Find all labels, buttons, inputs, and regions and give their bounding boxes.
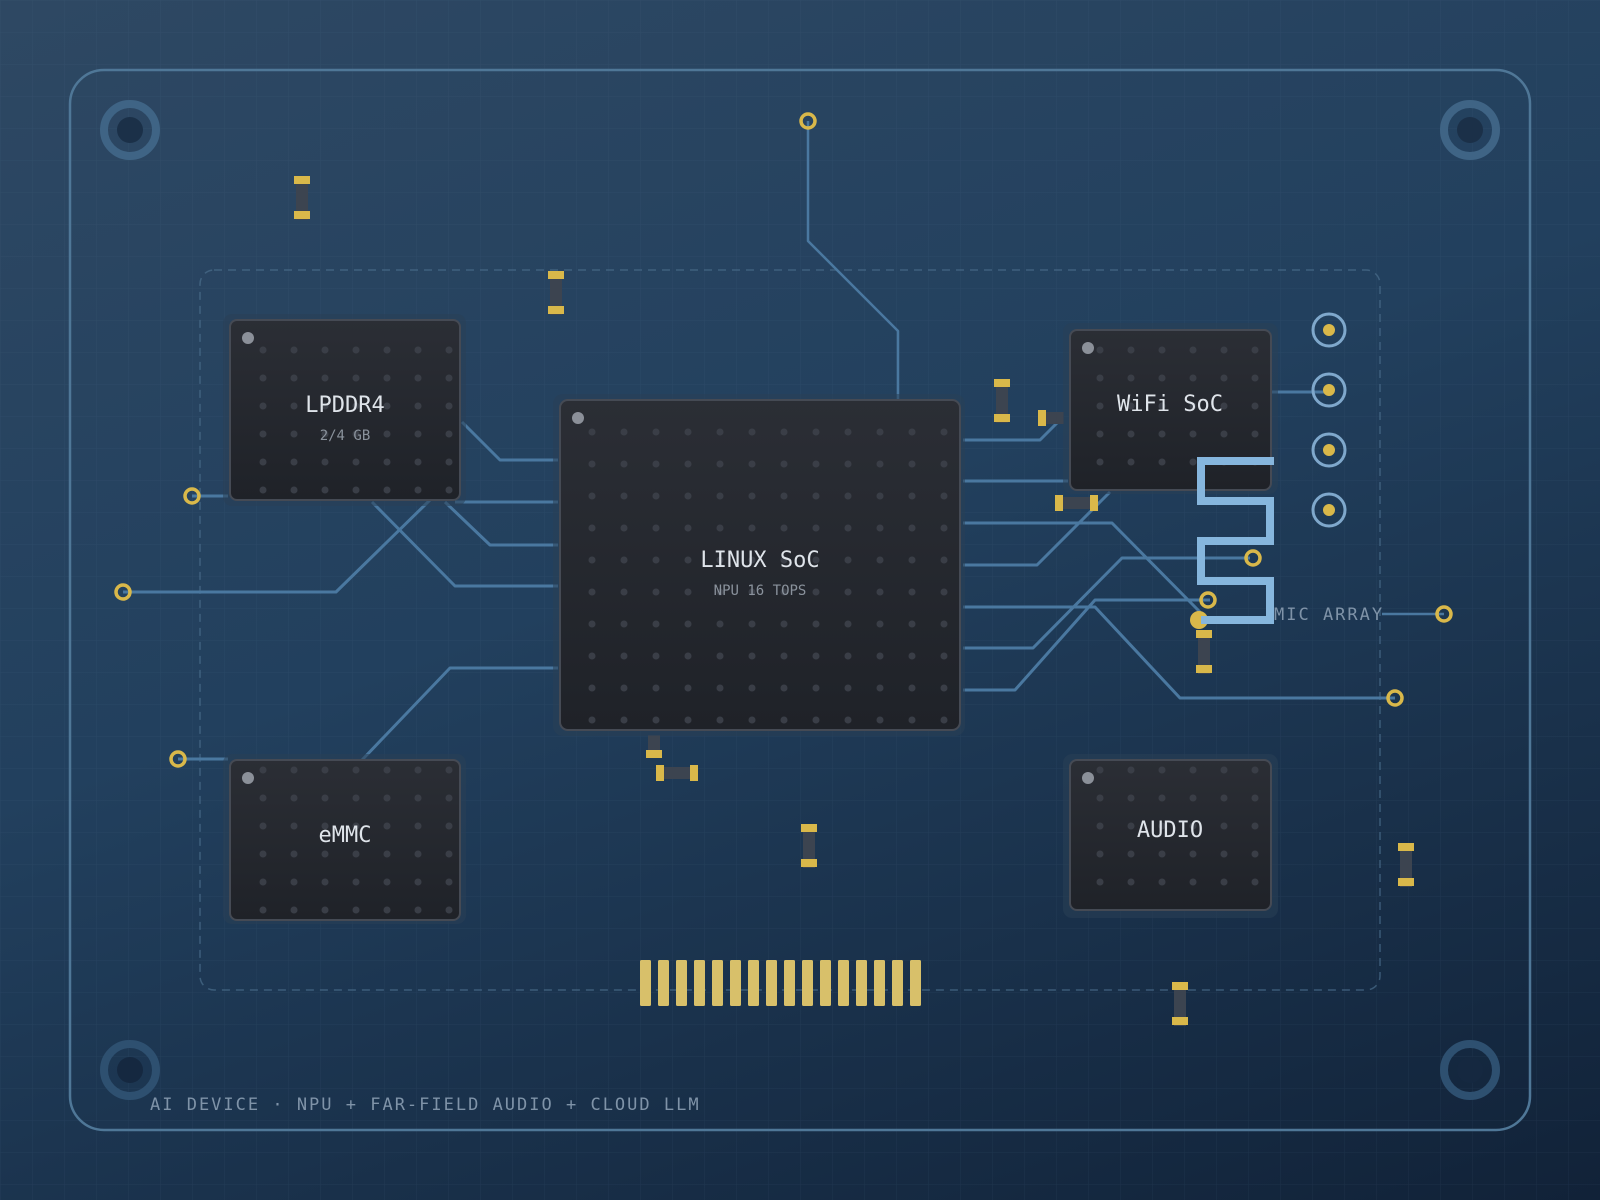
smd-resistor xyxy=(1196,630,1212,674)
traces xyxy=(123,121,1444,762)
connector-pin xyxy=(730,960,741,1006)
connector-pin xyxy=(748,960,759,1006)
smd-resistor xyxy=(1398,843,1414,887)
connector-pin xyxy=(766,960,777,1006)
header-pads xyxy=(1311,312,1347,528)
connector-pin xyxy=(820,960,831,1006)
connector-pin xyxy=(676,960,687,1006)
pin1-marker xyxy=(242,332,254,344)
emmc-chip: eMMC xyxy=(223,754,466,924)
edge-connector xyxy=(640,960,921,1006)
vias xyxy=(114,112,1453,768)
connector-pin xyxy=(856,960,867,1006)
pin1-marker xyxy=(1082,772,1094,784)
connector-pin xyxy=(892,960,903,1006)
mic-array-label: MIC ARRAY xyxy=(1274,605,1384,625)
smd-capacitor xyxy=(1038,410,1064,426)
ram-chip-subtitle: 2/4 GB xyxy=(320,428,371,444)
pin1-marker xyxy=(572,412,584,424)
ram-chip-title: LPDDR4 xyxy=(305,393,384,418)
connector-pin xyxy=(910,960,921,1006)
wifi-chip: WiFi SoC xyxy=(1063,323,1278,494)
component-zone xyxy=(199,269,1381,991)
ram-chip: LPDDR4 2/4 GB xyxy=(223,314,466,506)
antenna-trace xyxy=(1197,457,1274,624)
connector-pin xyxy=(640,960,651,1006)
mounting-hole xyxy=(1440,100,1500,160)
smd-resistor xyxy=(548,271,564,315)
smd-capacitor xyxy=(656,765,698,781)
smd-resistor xyxy=(994,379,1010,423)
pin1-marker xyxy=(1082,342,1094,354)
mounting-holes xyxy=(100,100,1500,1100)
connector-pin xyxy=(658,960,669,1006)
smd-resistor xyxy=(294,176,310,220)
mounting-hole xyxy=(1440,1040,1500,1100)
smd-resistor xyxy=(1172,982,1188,1026)
soc-chip-subtitle: NPU 16 TOPS xyxy=(714,583,807,599)
connector-pin xyxy=(874,960,885,1006)
connector-pin xyxy=(802,960,813,1006)
board-outline xyxy=(68,68,1532,1132)
audio-chip-title: AUDIO xyxy=(1137,818,1203,843)
connector-pin xyxy=(784,960,795,1006)
pin1-marker xyxy=(242,772,254,784)
smd-capacitor xyxy=(1055,495,1098,511)
smd-components-horizontal xyxy=(656,410,1098,781)
wifi-chip-title: WiFi SoC xyxy=(1117,392,1223,417)
soc-chip-title: LINUX SoC xyxy=(700,548,819,573)
connector-pin xyxy=(712,960,723,1006)
audio-chip: AUDIO xyxy=(1063,754,1278,918)
smd-components xyxy=(294,176,1414,1026)
mounting-hole xyxy=(100,1040,160,1100)
emmc-chip-title: eMMC xyxy=(319,823,372,848)
connector-pin xyxy=(694,960,705,1006)
smd-resistor xyxy=(646,735,662,758)
mounting-hole xyxy=(100,100,160,160)
soc-chip: LINUX SoC NPU 16 TOPS xyxy=(553,394,965,736)
board-caption: AI DEVICE · NPU + FAR-FIELD AUDIO + CLOU… xyxy=(150,1095,701,1115)
smd-resistor xyxy=(801,824,817,868)
connector-pin xyxy=(838,960,849,1006)
